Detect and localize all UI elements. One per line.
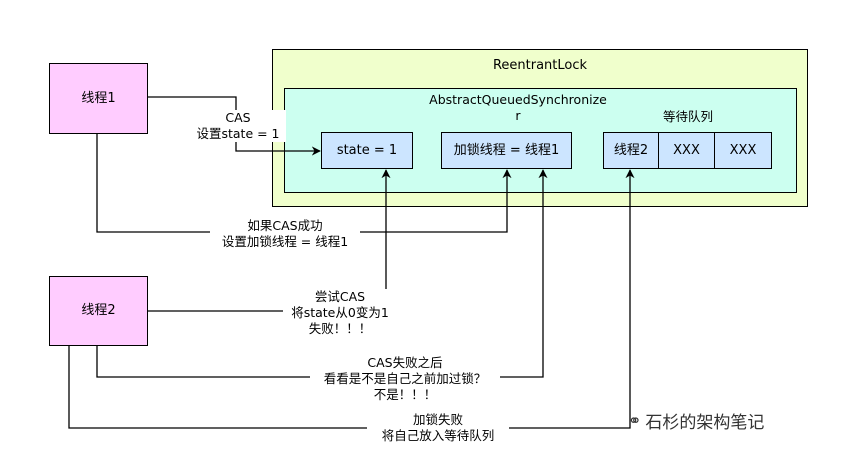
aqs-title: AbstractQueuedSynchronize r	[398, 92, 638, 124]
cas-label-line2: 设置state = 1	[196, 126, 280, 141]
try-cas-label-line1: 尝试CAS	[314, 289, 366, 304]
success-label-line1: 如果CAS成功	[247, 218, 323, 233]
aqs-title-line1: AbstractQueuedSynchronize	[429, 92, 607, 107]
wait-queue-label: 等待队列	[662, 109, 713, 124]
cas-label: CAS 设置state = 1	[190, 110, 286, 142]
check-owner-label-line3: 不是！！！	[373, 387, 437, 402]
wechat-icon: ⚭	[628, 411, 642, 430]
owner-thread-box: 加锁线程 = 线程1	[441, 132, 572, 169]
check-owner-arrow	[96, 169, 548, 378]
reentrant-lock-title: ReentrantLock	[492, 58, 588, 73]
thread2-label: 线程2	[81, 303, 116, 319]
check-owner-label-line2: 看看是不是自己之前加过锁？	[323, 371, 487, 386]
success-label-line2: 设置加锁线程 = 线程1	[221, 234, 349, 249]
queue-item-2: XXX	[658, 132, 715, 169]
success-label: 如果CAS成功 设置加锁线程 = 线程1	[210, 218, 360, 250]
enqueue-label: 加锁失败 将自己放入等待队列	[367, 412, 509, 444]
queue-item-label: 线程2	[613, 142, 649, 158]
queue-item-label: XXX	[729, 142, 757, 158]
thread2-box: 线程2	[49, 276, 148, 346]
thread1-box: 线程1	[49, 63, 148, 134]
enqueue-arrow	[68, 169, 635, 429]
enqueue-label-line1: 加锁失败	[412, 412, 463, 427]
try-cas-label: 尝试CAS 将state从0变为1 失败！！！	[283, 289, 397, 337]
thread1-label: 线程1	[81, 90, 116, 106]
cas-label-line1: CAS	[225, 110, 251, 125]
try-cas-label-line3: 失败！！！	[308, 321, 372, 336]
owner-thread-label: 加锁线程 = 线程1	[453, 142, 560, 158]
state-box: state = 1	[321, 132, 413, 169]
queue-item-label: XXX	[673, 142, 700, 158]
check-owner-label: CAS失败之后 看看是不是自己之前加过锁？ 不是！！！	[310, 355, 500, 403]
aqs-title-line2: r	[515, 108, 521, 123]
queue-item-3: XXX	[714, 132, 772, 169]
state-label: state = 1	[336, 142, 398, 158]
watermark: ⚭ 石杉的架构笔记	[628, 408, 764, 433]
queue-item-1: 线程2	[603, 132, 659, 169]
enqueue-label-line2: 将自己放入等待队列	[381, 428, 495, 443]
watermark-text: 石杉的架构笔记	[645, 413, 765, 433]
try-cas-label-line2: 将state从0变为1	[291, 305, 389, 320]
check-owner-label-line1: CAS失败之后	[367, 355, 443, 370]
